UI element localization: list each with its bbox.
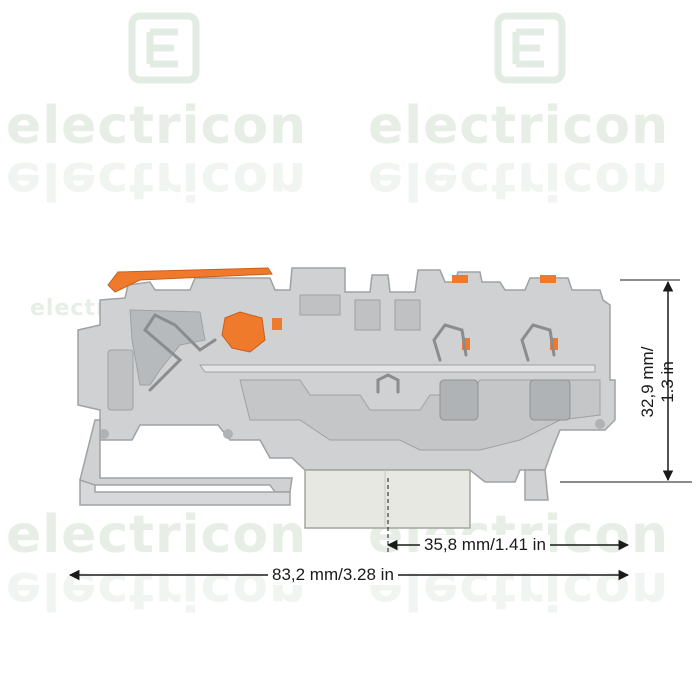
total-width-label: 83,2 mm/3.28 in xyxy=(268,565,398,585)
electricon-logo-icon xyxy=(494,12,566,84)
electricon-logo-icon xyxy=(128,12,200,84)
mounting-foot xyxy=(79,419,549,506)
height-label: 32,9 mm/ 1.3 in xyxy=(638,322,682,442)
height-label-line2: 1.3 in xyxy=(658,361,677,403)
watermark-text: electricon xyxy=(368,96,670,156)
rail-width-label: 35,8 mm/1.41 in xyxy=(420,535,550,555)
release-lever xyxy=(107,267,558,353)
watermark-text: electricon xyxy=(6,96,308,156)
cage-clamp-spring xyxy=(143,313,556,394)
height-label-line1: 32,9 mm/ xyxy=(638,346,657,418)
watermark-text: electricon xyxy=(6,505,308,565)
